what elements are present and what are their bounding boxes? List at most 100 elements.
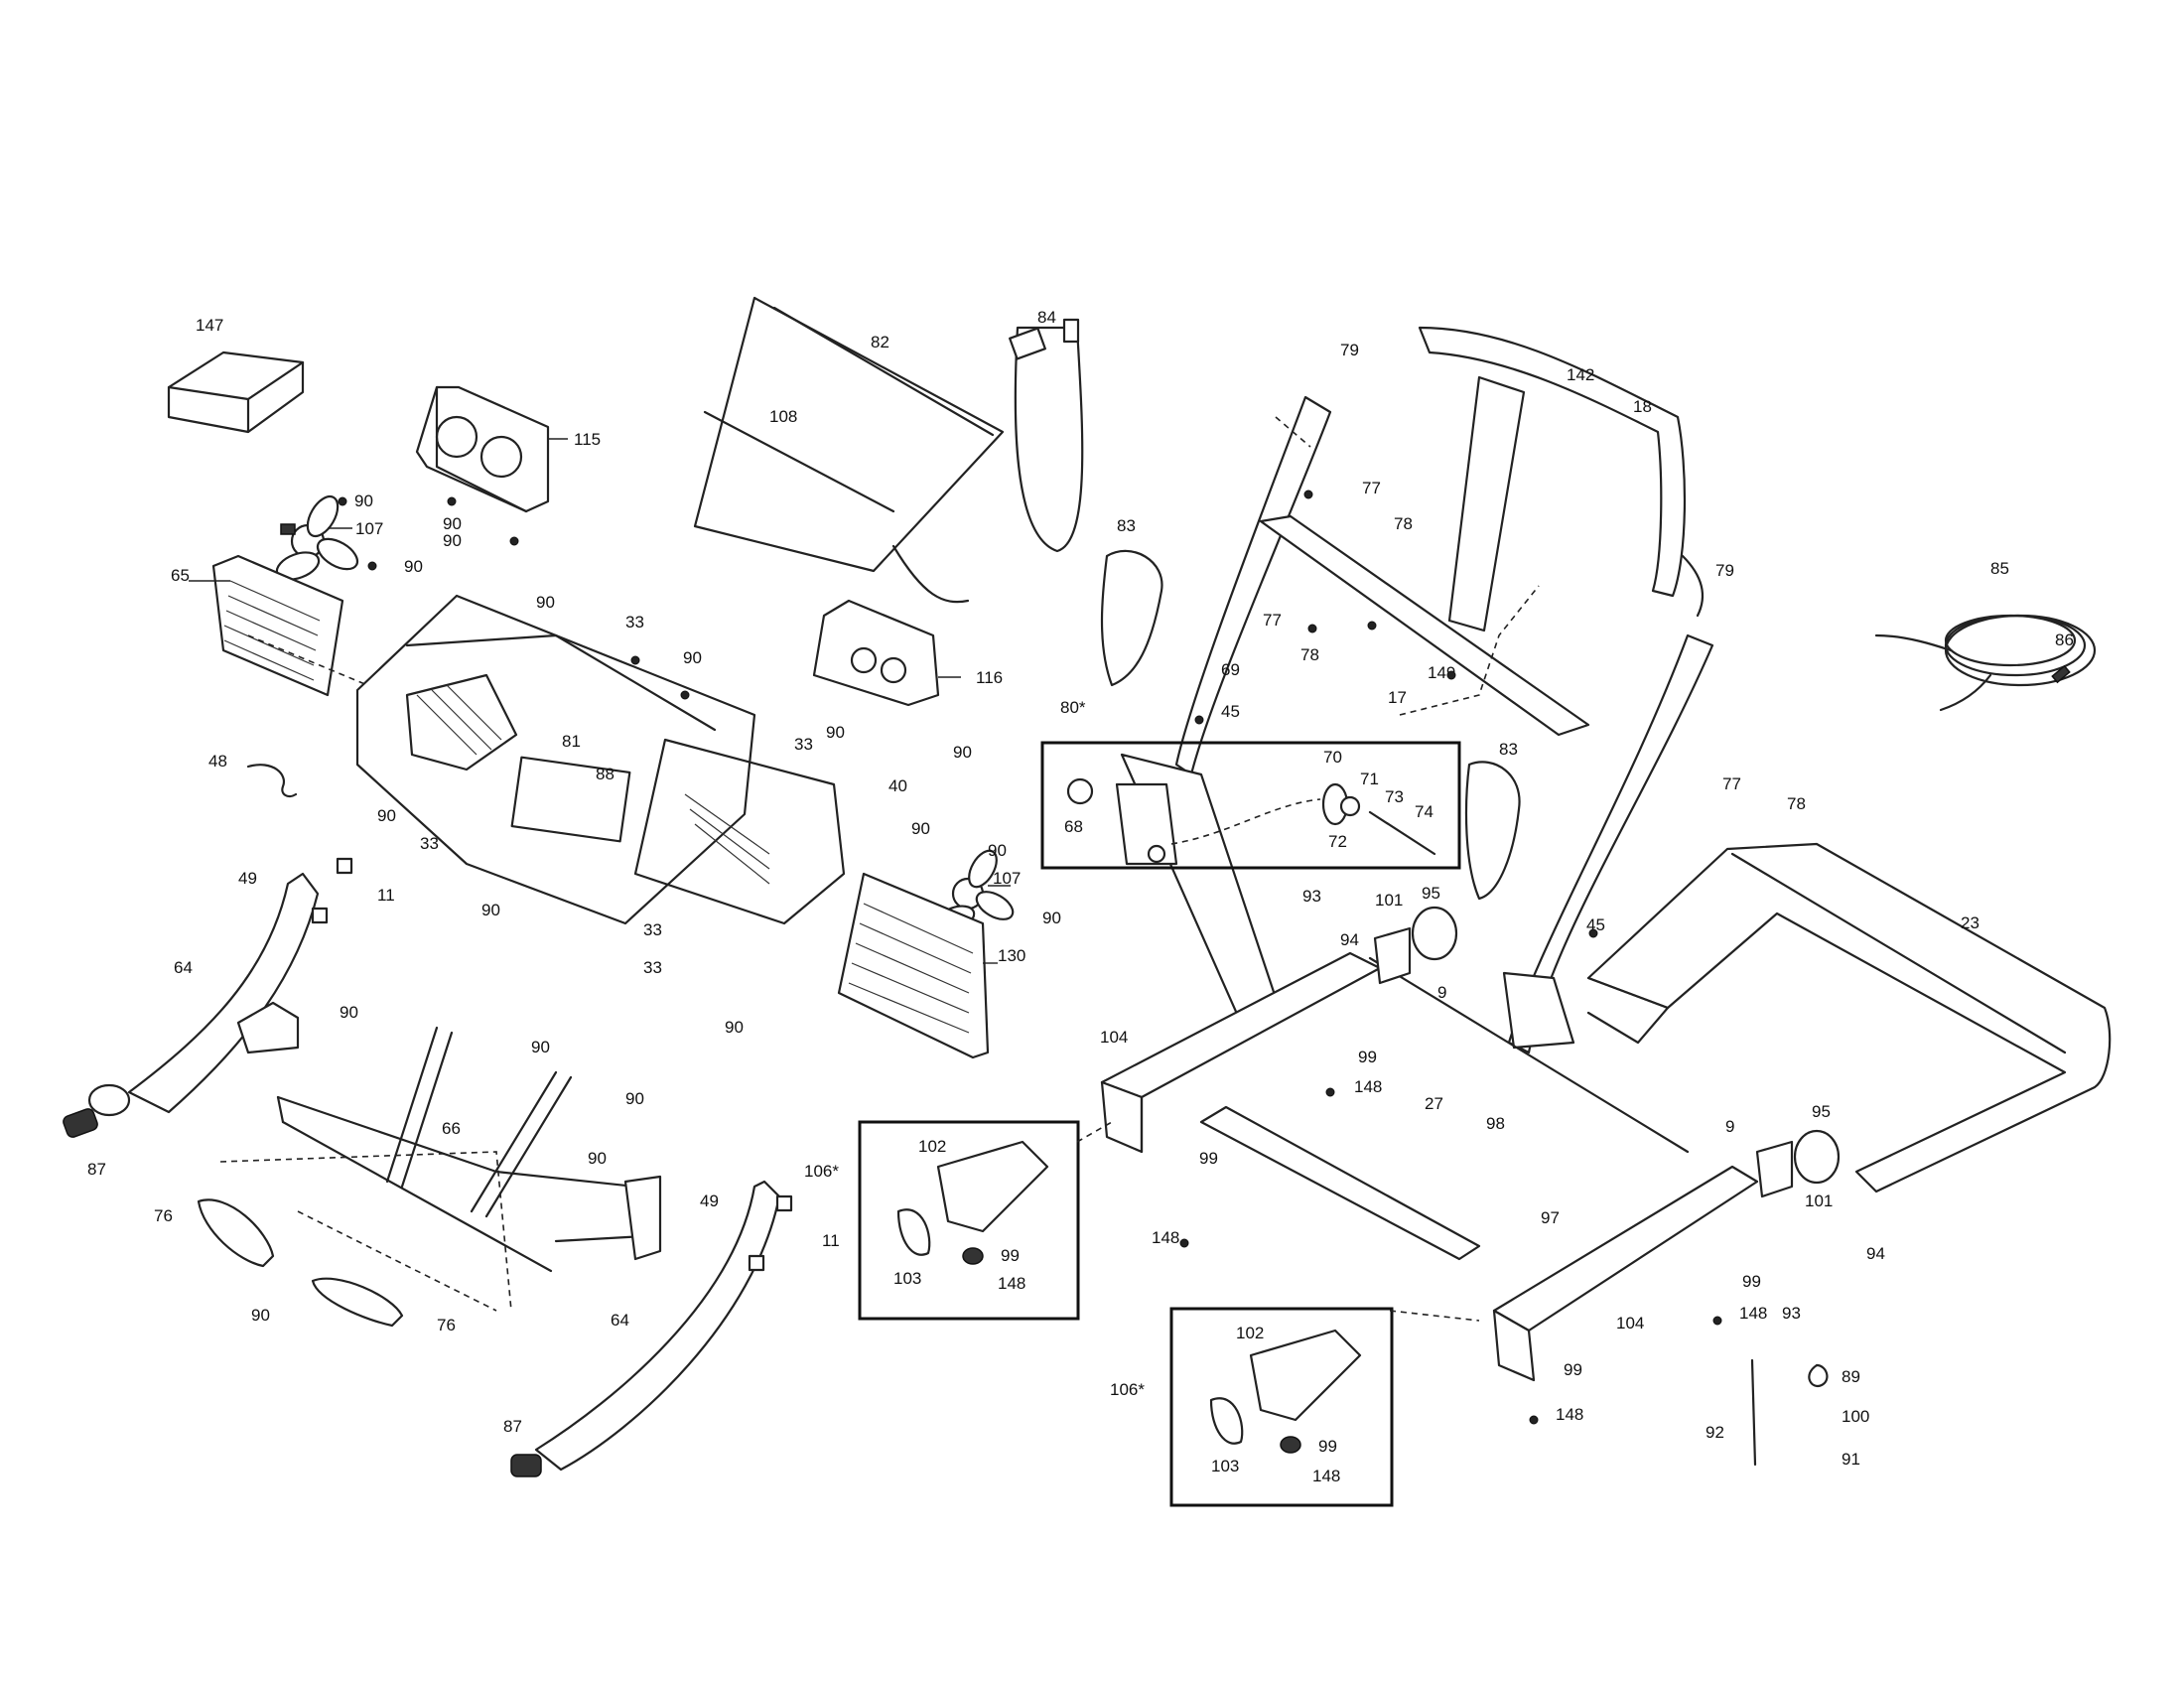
callout-74: 74 [1415, 802, 1433, 821]
callout-90: 90 [588, 1149, 607, 1168]
callout-147: 147 [196, 316, 223, 335]
callout-148: 148 [1739, 1304, 1767, 1323]
detail-box-80 [1040, 741, 1461, 870]
callout-90: 90 [443, 531, 462, 550]
callout-94: 94 [1866, 1244, 1885, 1263]
callout-90: 90 [340, 1003, 358, 1022]
part-81-console-housing [355, 594, 846, 925]
callout-23: 23 [1961, 913, 1979, 932]
part-upright-right-tall [1502, 554, 1714, 1054]
callout-130: 130 [998, 946, 1025, 965]
fastener-marks [338, 490, 1722, 1425]
part-64-upright-left [63, 857, 353, 1138]
callout-90: 90 [377, 806, 396, 825]
callout-33: 33 [625, 613, 644, 632]
callout-148: 148 [1312, 1467, 1340, 1485]
callout-97: 97 [1541, 1208, 1560, 1227]
callout-98: 98 [1486, 1114, 1505, 1133]
assembly-guide-lines [219, 416, 1540, 1322]
callout-148: 148 [1152, 1228, 1179, 1247]
detail-box-106-right [1169, 1307, 1394, 1507]
callout-81: 81 [562, 732, 581, 751]
callout-101: 101 [1805, 1192, 1833, 1210]
callout-83: 83 [1117, 516, 1136, 535]
callout-90: 90 [725, 1018, 744, 1037]
callout-101: 101 [1375, 891, 1403, 910]
callout-9: 9 [1725, 1117, 1734, 1136]
callout-64: 64 [611, 1311, 629, 1330]
callout-103: 103 [1211, 1457, 1239, 1475]
callout-108: 108 [769, 407, 797, 426]
part-76-end-caps [197, 1198, 404, 1328]
callout-90: 90 [354, 491, 373, 510]
part-18-handrail [1259, 326, 1687, 737]
callout-99: 99 [1199, 1149, 1218, 1168]
callout-90: 90 [531, 1038, 550, 1056]
callout-68: 68 [1064, 817, 1083, 836]
callout-90: 90 [481, 901, 500, 919]
callout-106*: 106* [1110, 1380, 1145, 1399]
part-82-console-shell [693, 296, 1005, 604]
callout-80*: 80* [1060, 698, 1086, 717]
callout-99: 99 [1742, 1272, 1761, 1291]
part-95-roller-caps [1373, 906, 1841, 1198]
callout-27: 27 [1425, 1094, 1443, 1113]
callout-78: 78 [1394, 514, 1413, 533]
callout-148: 148 [998, 1274, 1025, 1293]
callout-95: 95 [1422, 884, 1440, 903]
callout-93: 93 [1302, 887, 1321, 906]
part-23-walking-deck [1586, 842, 2112, 1193]
callout-64: 64 [174, 958, 193, 977]
callout-71: 71 [1360, 770, 1379, 788]
detail-box-106-left [858, 1120, 1080, 1321]
part-147-box [167, 351, 305, 434]
callout-83: 83 [1499, 740, 1518, 759]
callout-33: 33 [643, 920, 662, 939]
callout-90: 90 [1042, 909, 1061, 927]
callout-77: 77 [1362, 479, 1381, 497]
part-48-wire [246, 764, 298, 798]
callout-17: 17 [1388, 688, 1407, 707]
callout-92: 92 [1706, 1423, 1724, 1442]
part-130-grille [837, 872, 998, 1059]
part-107-fan-upper [275, 494, 359, 581]
callout-106*: 106* [804, 1162, 839, 1181]
callout-76: 76 [437, 1316, 456, 1334]
callout-90: 90 [911, 819, 930, 838]
callout-99: 99 [1318, 1437, 1337, 1456]
callout-86: 86 [2055, 631, 2074, 649]
callout-90: 90 [536, 593, 555, 612]
callout-99: 99 [1564, 1360, 1582, 1379]
callout-89: 89 [1842, 1367, 1860, 1386]
part-116-bracket [812, 599, 961, 707]
callout-102: 102 [918, 1137, 946, 1156]
callout-11: 11 [822, 1231, 840, 1250]
callout-33: 33 [420, 834, 439, 853]
callout-104: 104 [1100, 1028, 1128, 1047]
callout-90: 90 [404, 557, 423, 576]
callout-148: 148 [1354, 1077, 1382, 1096]
callout-90: 90 [625, 1089, 644, 1108]
callout-107: 107 [993, 869, 1021, 888]
callout-82: 82 [871, 333, 889, 351]
callout-90: 90 [826, 723, 845, 742]
part-65-grille [189, 554, 344, 697]
part-92-rod [1750, 1358, 1829, 1467]
callout-91: 91 [1842, 1450, 1860, 1469]
callout-79: 79 [1715, 561, 1734, 580]
callout-73: 73 [1385, 787, 1404, 806]
part-115-bracket [415, 385, 568, 513]
callout-33: 33 [794, 735, 813, 754]
callout-99: 99 [1001, 1246, 1020, 1265]
callout-90: 90 [683, 648, 702, 667]
callout-87: 87 [503, 1417, 522, 1436]
part-base-frame [1100, 951, 1759, 1382]
callout-107: 107 [355, 519, 383, 538]
callout-85: 85 [1990, 559, 2009, 578]
callout-90: 90 [443, 514, 462, 533]
callout-90: 90 [251, 1306, 270, 1325]
callout-102: 102 [1236, 1324, 1264, 1342]
callout-95: 95 [1812, 1102, 1831, 1121]
callout-148: 148 [1556, 1405, 1583, 1424]
